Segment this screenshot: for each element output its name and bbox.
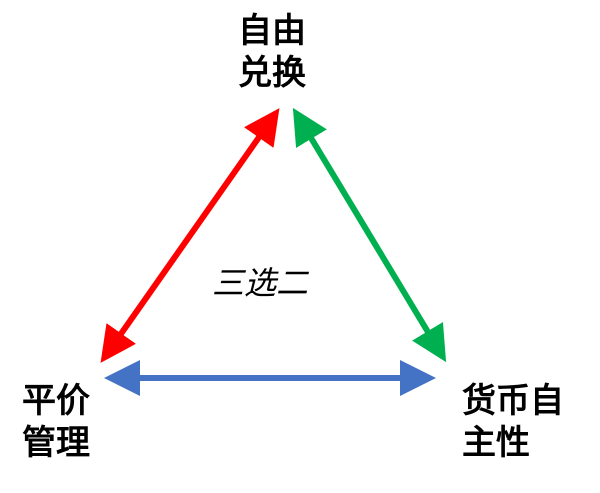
node-right-line2: 主性 <box>462 423 530 463</box>
node-left-line2: 管理 <box>22 423 90 463</box>
edge-top-right <box>292 107 447 363</box>
node-monetary-autonomy: 货币自 主性 <box>462 380 564 464</box>
node-top-line1: 自由 <box>238 11 306 51</box>
center-label: 三选二 <box>212 264 309 302</box>
node-free-convertibility: 自由 兑换 <box>238 10 306 94</box>
node-parity-management: 平价 管理 <box>22 380 90 464</box>
node-right-line1: 货币自 <box>462 381 564 421</box>
node-left-line1: 平价 <box>22 381 90 421</box>
node-top-line2: 兑换 <box>238 53 306 93</box>
edge-left-top <box>100 108 280 363</box>
